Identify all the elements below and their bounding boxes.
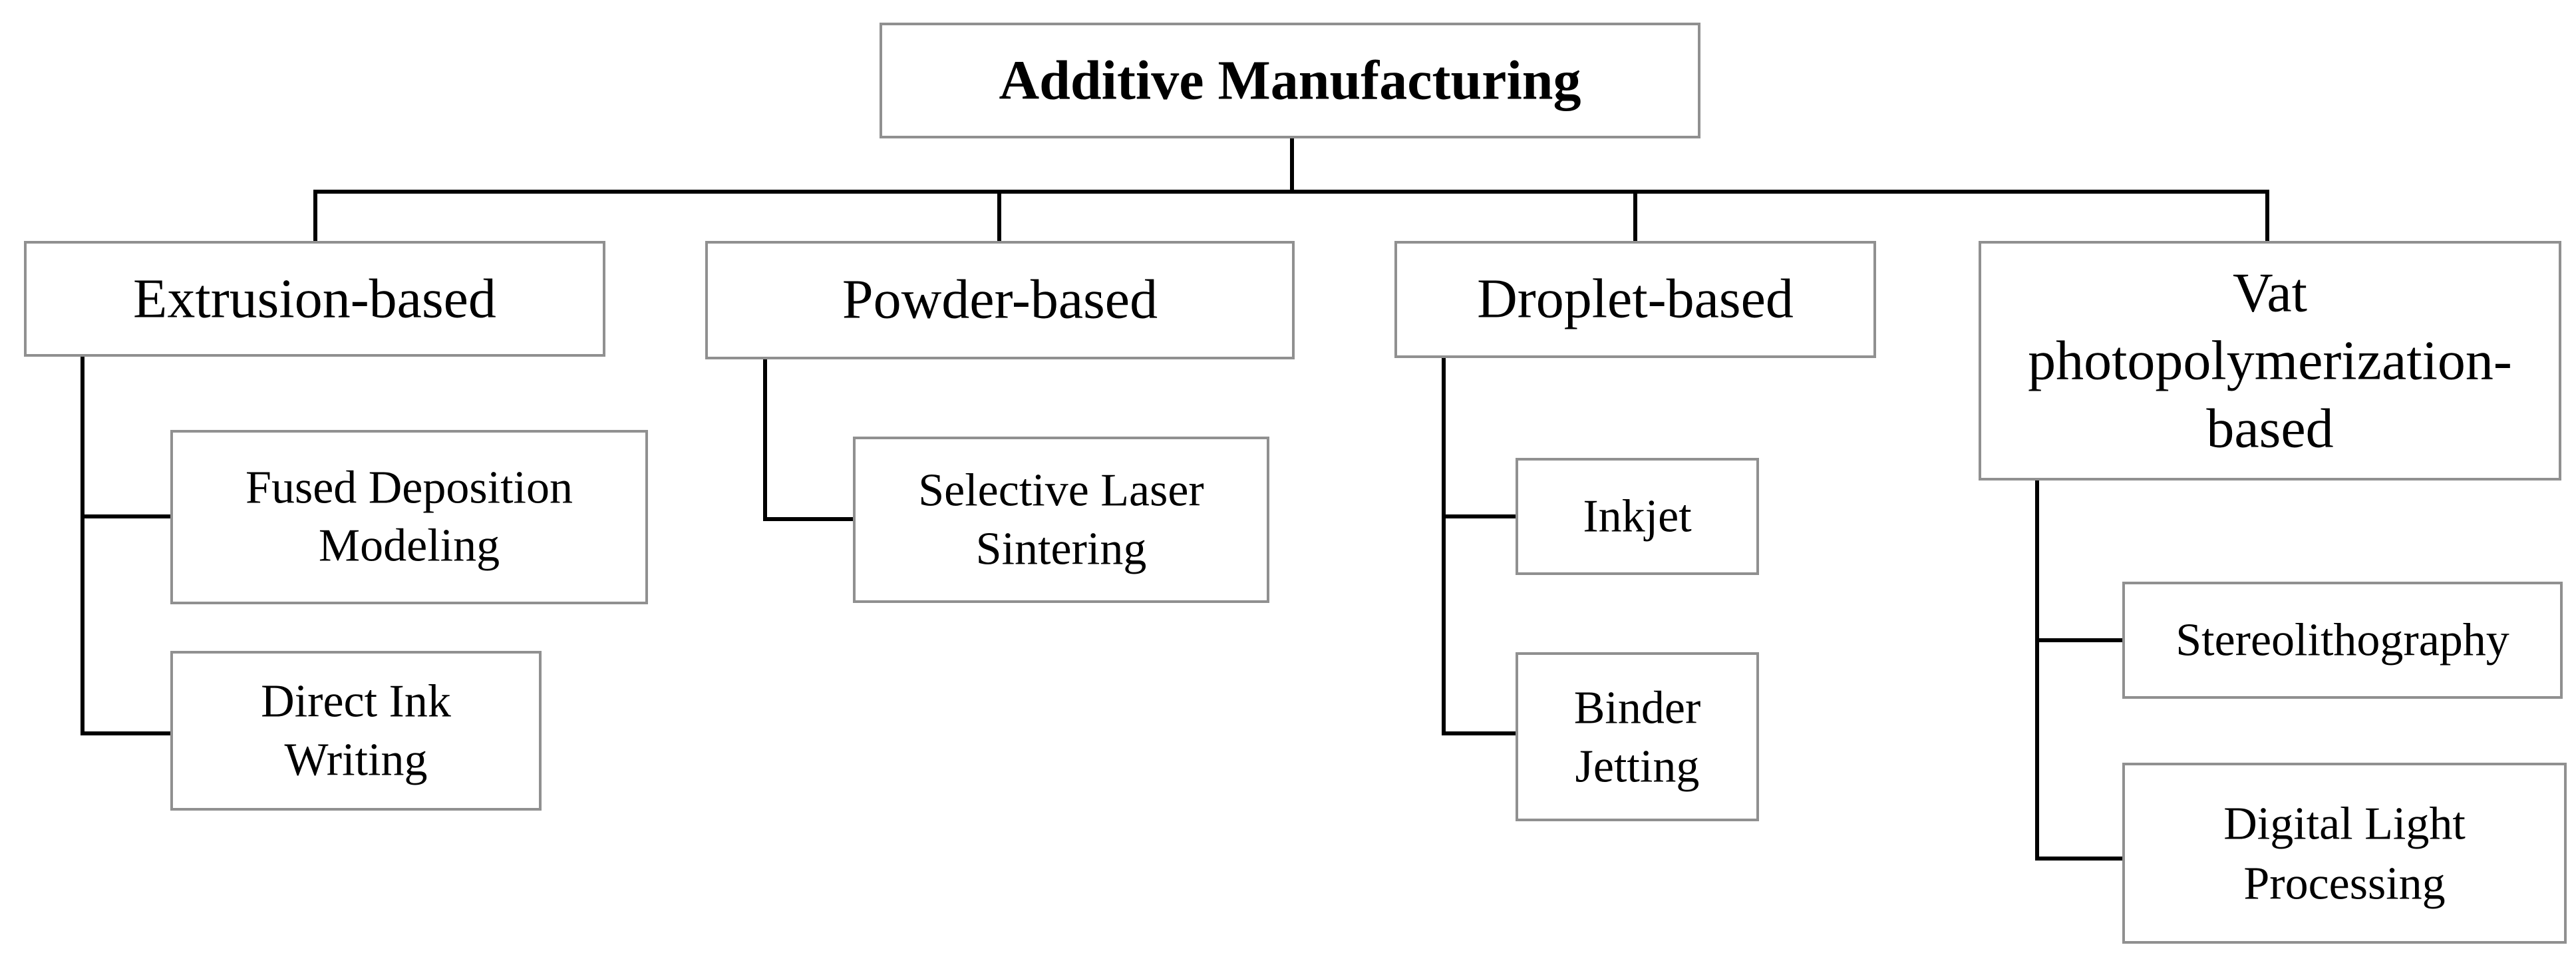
leaf-node-direct-ink-writing: Direct Ink Writing [170,651,542,811]
category-label-powder: Powder-based [842,269,1158,331]
vat-children-connector [2035,479,2124,861]
root-node: Additive Manufacturing [880,23,1700,138]
category-label-extrusion: Extrusion-based [133,268,496,330]
leaf-node-binder-jetting: Binder Jetting [1516,652,1759,821]
leaf-label-direct-ink-writing-line2: Writing [285,735,428,786]
category-node-powder: Powder-based [705,241,1295,359]
leaf-label-fused-deposition-modeling-line2: Modeling [319,520,500,572]
leaf-label-inkjet: Inkjet [1583,491,1692,542]
leaf-node-inkjet: Inkjet [1516,458,1759,575]
category-label-vat-line2: photopolymerization- [2028,330,2512,392]
leaf-label-direct-ink-writing-line1: Direct Ink [261,676,451,727]
connectors [80,136,2269,861]
powder-children-connector [763,357,855,521]
root-label: Additive Manufacturing [999,50,1581,112]
extrusion-children-connector [80,355,172,735]
droplet-children-connector [1442,356,1518,735]
leaf-label-binder-jetting-line1: Binder [1574,683,1701,734]
leaf-label-selective-laser-sintering-line1: Selective Laser [918,465,1204,516]
category-node-droplet: Droplet-based [1394,241,1876,358]
leaf-node-stereolithography: Stereolithography [2122,582,2563,699]
leaf-label-selective-laser-sintering-line2: Sintering [976,524,1147,575]
category-node-vat-photopolymerization: Vat photopolymerization- based [1979,241,2561,481]
category-label-droplet: Droplet-based [1477,268,1794,330]
leaf-label-digital-light-processing-line1: Digital Light [2223,799,2466,850]
leaf-node-fused-deposition-modeling: Fused Deposition Modeling [170,430,648,604]
leaf-label-digital-light-processing-line2: Processing [2243,859,2445,910]
leaf-label-fused-deposition-modeling-line1: Fused Deposition [245,463,573,514]
category-label-vat-line1: Vat [2233,262,2307,324]
leaf-node-selective-laser-sintering: Selective Laser Sintering [853,437,1269,603]
category-node-extrusion: Extrusion-based [24,241,605,357]
leaf-label-binder-jetting-line2: Jetting [1575,741,1700,793]
category-label-vat-line3: based [2206,398,2333,460]
leaf-node-digital-light-processing: Digital Light Processing [2122,763,2567,944]
leaf-label-stereolithography: Stereolithography [2175,615,2509,666]
category-bus-connector [313,190,2269,243]
